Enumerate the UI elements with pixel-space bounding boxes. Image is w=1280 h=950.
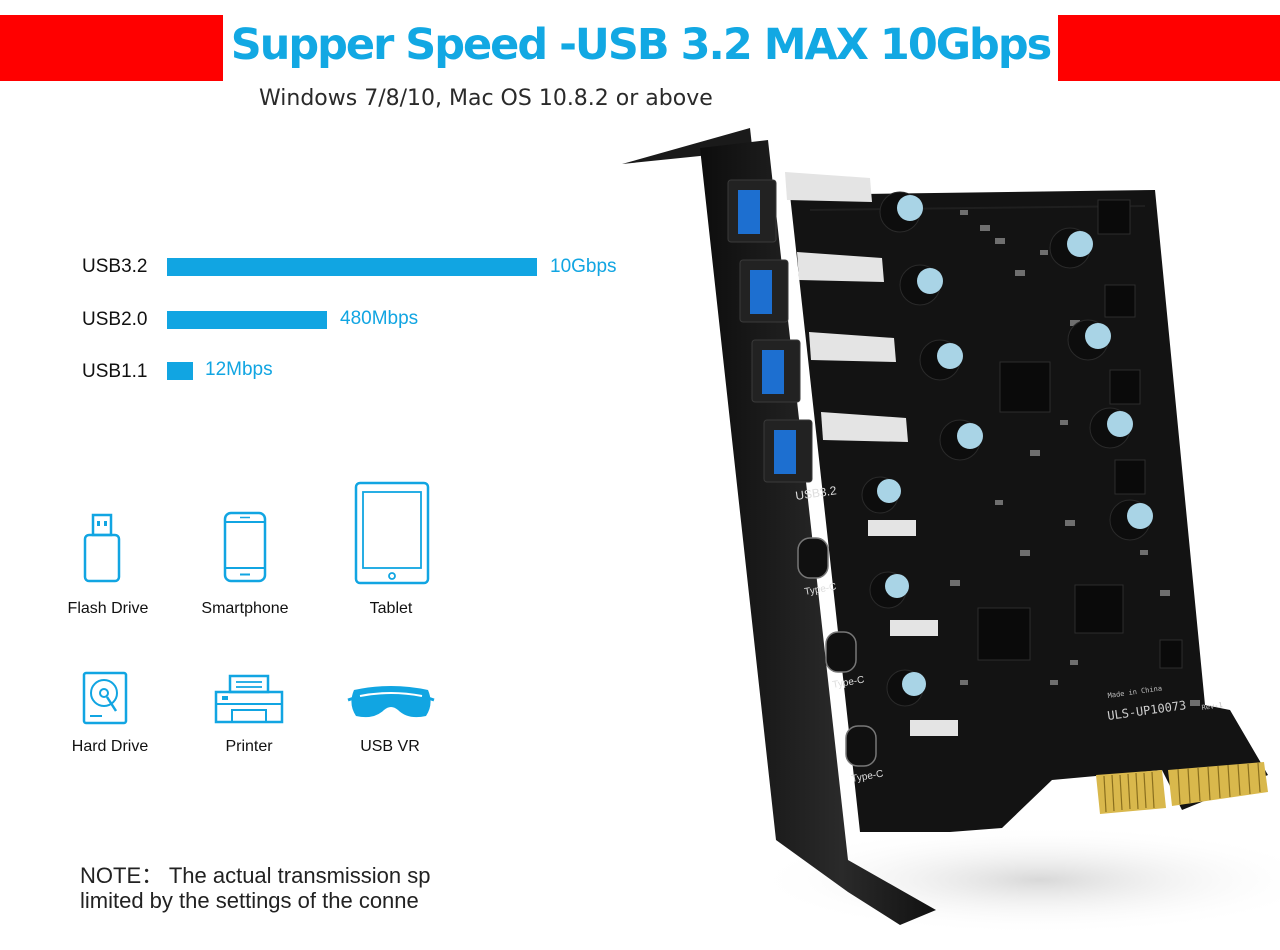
- typec-ports: [797, 520, 958, 767]
- device-label-flash-drive: Flash Drive: [67, 600, 149, 617]
- metal-bracket: [622, 128, 936, 925]
- usb-a-ports: [727, 172, 908, 483]
- capacitors: [861, 191, 1153, 707]
- device-label-smartphone: Smartphone: [201, 600, 289, 617]
- tablet-icon: [354, 481, 430, 585]
- speed-value-usb20: 480Mbps: [340, 308, 419, 329]
- vr-headset-icon: [347, 686, 435, 718]
- device-label-hard-drive: Hard Drive: [71, 738, 149, 755]
- device-label-printer: Printer: [225, 738, 273, 755]
- speed-value-usb32: 10Gbps: [550, 256, 617, 277]
- speed-value-usb11: 12Mbps: [205, 359, 273, 380]
- pcie-card-image: USB3.2 Type-C Type-C Type-C Made in Chin…: [622, 128, 1280, 935]
- ic-chips: [977, 199, 1183, 669]
- note-line-2: limited by the settings of the conne: [80, 888, 419, 913]
- hard-drive-icon: [82, 671, 128, 725]
- os-support-text: Windows 7/8/10, Mac OS 10.8.2 or above: [259, 86, 713, 111]
- speed-label-usb32: USB3.2: [82, 256, 148, 277]
- headline: Supper Speed -USB 3.2 MAX 10Gbps: [230, 20, 1052, 70]
- port-group-label: USB3.2: [794, 483, 837, 503]
- device-label-tablet: Tablet: [369, 600, 413, 617]
- banner-red-right: [1058, 15, 1280, 81]
- note-line-1: NOTE： The actual transmission sp: [80, 863, 431, 888]
- speed-bar-usb20: [167, 311, 327, 329]
- pcie-gold-fingers: [1096, 762, 1268, 814]
- smd-components: [950, 210, 1200, 706]
- speed-bar-usb11: [167, 362, 193, 380]
- device-label-usb-vr: USB VR: [360, 738, 420, 755]
- speed-label-usb20: USB2.0: [82, 309, 148, 330]
- printer-icon: [214, 674, 284, 724]
- revision-text: Rev-1: [1201, 701, 1223, 712]
- speed-bar-usb32: [167, 258, 537, 276]
- flash-drive-icon: [83, 513, 121, 583]
- smartphone-icon: [223, 511, 267, 583]
- banner-red-left: [0, 15, 223, 81]
- speed-label-usb11: USB1.1: [82, 361, 148, 382]
